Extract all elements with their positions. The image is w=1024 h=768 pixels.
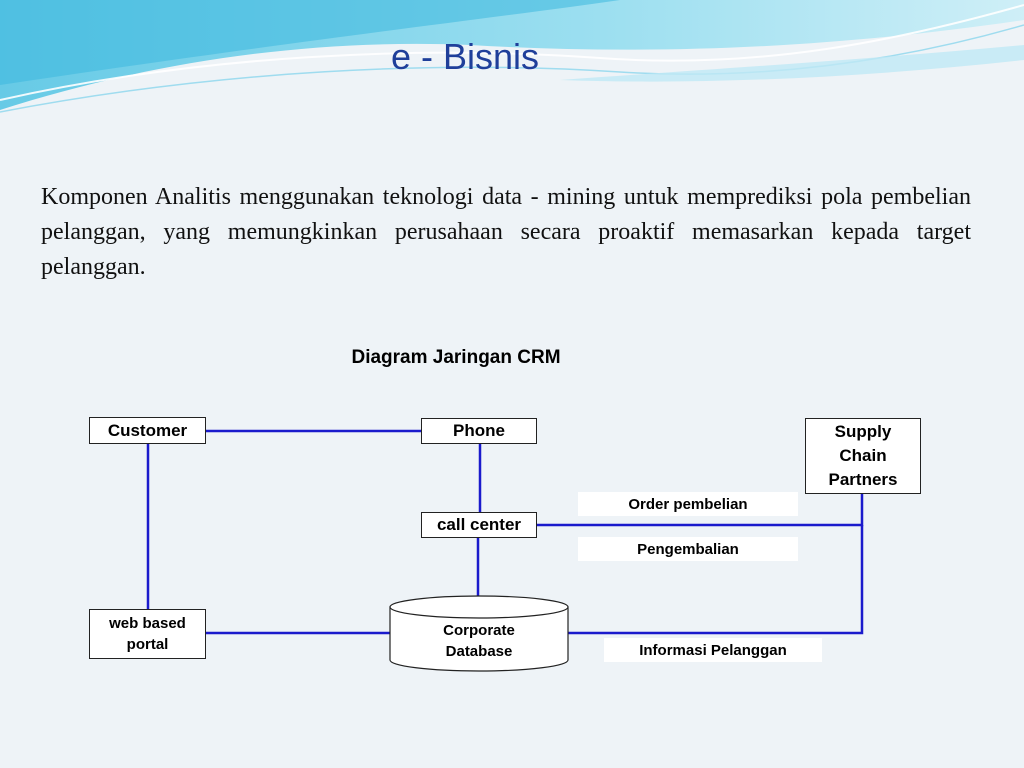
node-supply-line2: Chain	[839, 446, 887, 465]
node-supply-line3: Partners	[828, 470, 898, 489]
node-web-line2: portal	[126, 636, 169, 653]
slide-title: e - Bisnis	[390, 36, 540, 77]
node-phone-label: Phone	[453, 421, 505, 440]
edge-database-supply	[568, 525, 864, 635]
body-paragraph: Komponen Analitis menggunakan teknologi …	[41, 184, 971, 280]
node-db-line2: Database	[445, 643, 513, 660]
label-order-pembelian: Order pembelian	[578, 492, 798, 516]
node-customer: Customer	[89, 417, 206, 444]
node-database-label: Corporate Database	[390, 620, 568, 662]
node-call-center: call center	[421, 512, 537, 538]
database-cylinder	[389, 595, 569, 672]
label-pengembalian: Pengembalian	[578, 537, 798, 561]
node-phone: Phone	[421, 418, 537, 444]
node-web-portal: web based portal	[89, 609, 206, 659]
node-call-center-label: call center	[436, 515, 522, 534]
node-supply-line1: Supply	[834, 422, 892, 441]
diagram-title: Diagram Jaringan CRM	[351, 347, 561, 368]
node-supply-chain: Supply Chain Partners	[805, 418, 921, 494]
node-customer-label: Customer	[107, 420, 188, 440]
label-informasi-pelanggan: Informasi Pelanggan	[604, 638, 822, 662]
node-web-line1: web based	[109, 615, 186, 632]
node-db-line1: Corporate	[443, 622, 515, 639]
